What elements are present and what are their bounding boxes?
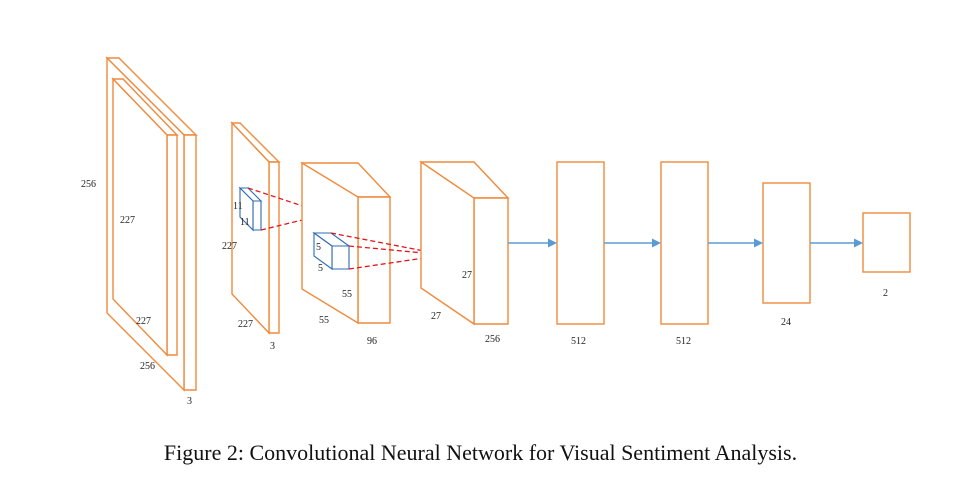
fc2-layer: [660, 161, 709, 325]
input-layer-inner: [111, 77, 179, 357]
conv1-height-label: 227: [222, 241, 237, 252]
fc2-size-label: 512: [676, 336, 691, 347]
conv3-width-label: 27: [431, 311, 441, 322]
fc1-layer: [556, 161, 605, 325]
conv2-kernel-w-label: 5: [318, 263, 323, 274]
fc3-layer: [762, 182, 811, 304]
conv1-width-label: 227: [238, 319, 253, 330]
arrow-fc1-to-fc2: [604, 238, 661, 248]
conv2-depth-label: 96: [367, 336, 377, 347]
fc1-size-label: 512: [571, 336, 586, 347]
fc3-size-label: 24: [781, 317, 791, 328]
input-width-label: 256: [140, 361, 155, 372]
arrow-fc3-to-output: [810, 238, 863, 248]
conv2-width-label: 55: [319, 315, 329, 326]
input-inner-height-label: 227: [120, 215, 135, 226]
figure-caption: Figure 2: Convolutional Neural Network f…: [163, 440, 798, 465]
arrow-fc2-to-fc3: [708, 238, 763, 248]
input-height-label: 256: [81, 179, 96, 190]
conv2-kernel-h-label: 5: [316, 242, 321, 253]
output-size-label: 2: [883, 288, 888, 299]
conv1-depth-label: 3: [270, 341, 275, 352]
conv3-depth-label: 256: [485, 334, 500, 345]
input-channels-label: 3: [187, 396, 192, 407]
conv2-height-label: 55: [342, 289, 352, 300]
output-layer: [862, 212, 911, 273]
conv1-kernel-w-label: 11: [240, 217, 250, 228]
conv2-kernel: [312, 231, 351, 271]
conv1-kernel-h-label: 11: [233, 201, 243, 212]
conv3-height-label: 27: [462, 270, 472, 281]
input-inner-width-label: 227: [136, 316, 151, 327]
arrow-conv3-to-fc1: [508, 238, 557, 248]
cnn-architecture-diagram: 256 227 227 256 3 227 227 3 11 11 5 5 55…: [81, 56, 911, 407]
conv3-layer: [419, 160, 510, 326]
